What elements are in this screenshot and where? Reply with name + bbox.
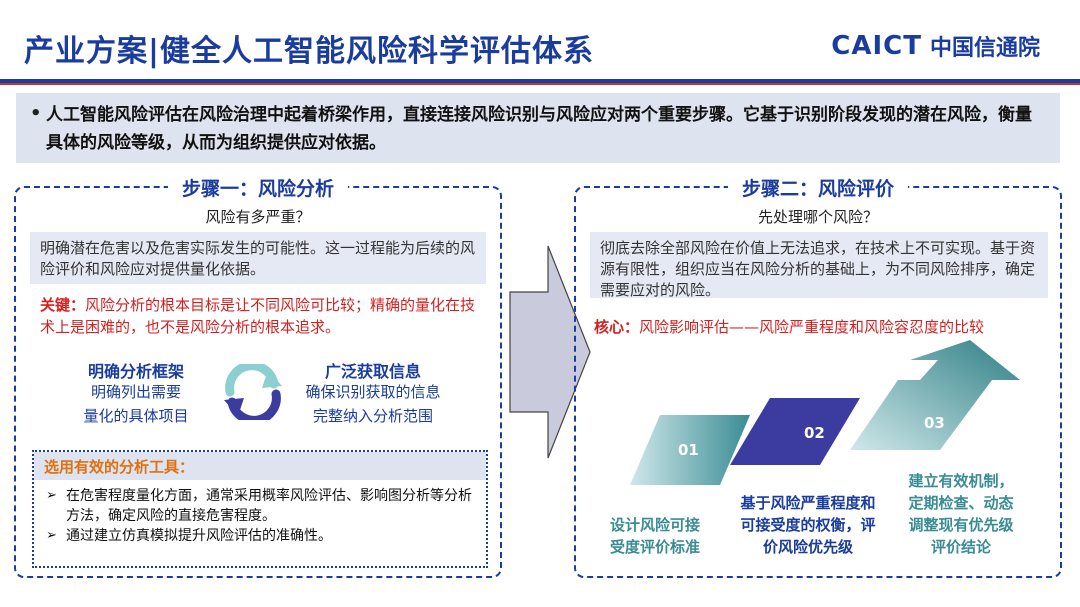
step1-question: 风险有多严重？ (205, 208, 311, 226)
framework-line1: 明确列出需要 (90, 383, 181, 401)
info-line1: 确保识别获取的信息 (305, 383, 441, 401)
step1-title: 步骤一：风险分析 (167, 178, 348, 200)
step-02-label: 基于风险严重程度和 可接受度的权衡，评 价风险优先级 (740, 494, 876, 556)
step2-core: 核心：风险影响评估——风险严重程度和风险容忍度的比较 (594, 316, 984, 337)
step1-panel: 步骤一：风险分析 风险有多严重？ 明确潜在危害以及危害实际发生的可能性。这一过程… (14, 178, 502, 578)
framework-text: 明确列出需要 量化的具体项目 (56, 380, 216, 428)
info-text: 确保识别获取的信息 完整纳入分析范围 (278, 380, 468, 428)
tools-item: 在危害程度量化方面，通常采用概率风险评估、影响图分析等分析方法，确定风险的直接危… (46, 486, 478, 526)
step-01-number: 01 (678, 441, 699, 459)
intro-box: • 人工智能风险评估在风险治理中起着桥梁作用，直接连接风险识别与风险应对两个重要… (16, 93, 1060, 163)
step-02-shape (730, 398, 860, 465)
tools-list: 在危害程度量化方面，通常采用概率风险评估、影响图分析等分析方法，确定风险的直接危… (46, 486, 478, 546)
page-title: 产业方案|健全人工智能风险科学评估体系 (24, 34, 594, 69)
step2-question: 先处理哪个风险？ (757, 208, 878, 226)
framework-line2: 量化的具体项目 (83, 407, 189, 425)
tools-title: 选用有效的分析工具： (34, 452, 486, 480)
step-03-shape (850, 340, 1020, 450)
tools-item: 通过建立仿真模拟提升风险评估的准确性。 (46, 526, 478, 546)
header-rule-blue (0, 79, 1080, 83)
step2-title: 步骤二：风险评价 (727, 178, 908, 200)
flow-arrow-icon (509, 245, 591, 459)
step-03-label: 建立有效机制， 定期检查、动态 调整现有优先级 评价结论 (908, 472, 1014, 556)
step-01-shape (630, 415, 750, 485)
framework-title: 明确分析框架 (87, 362, 184, 381)
step1-key-label: 关键： (40, 296, 86, 314)
core-text: 风险影响评估——风险严重程度和风险容忍度的比较 (639, 318, 985, 336)
step-03-number: 03 (924, 414, 945, 432)
step1-key-text: 风险分析的根本目标是让不同风险可比较；精确的量化在技术上是困难的，也不是风险分析… (40, 296, 476, 336)
step1-description: 明确潜在危害以及危害实际发生的可能性。这一过程能为后续的风险评价和风险应对提供量… (30, 232, 486, 284)
title-bar: 产业方案|健全人工智能风险科学评估体系 CAICT 中国信通院 (0, 0, 1080, 86)
tools-box: 选用有效的分析工具： 在危害程度量化方面，通常采用概率风险评估、影响图分析等分析… (32, 450, 488, 568)
logo-text-cn: 中国信通院 (929, 36, 1040, 61)
intro-text: 人工智能风险评估在风险治理中起着桥梁作用，直接连接风险识别与风险应对两个重要步骤… (46, 105, 1032, 153)
steps-graphic (630, 340, 1020, 485)
step-02-number: 02 (804, 424, 825, 442)
step-01-label: 设计风险可接 受度评价标准 (609, 516, 700, 556)
step1-key: 关键：风险分析的根本目标是让不同风险可比较；精确的量化在技术上是困难的，也不是风… (40, 294, 490, 338)
caict-logo: CAICT 中国信通院 (831, 30, 1040, 62)
step2-panel: 步骤二：风险评价 先处理哪个风险？ 彻底去除全部风险在价值上无法追求，在技术上不… (574, 178, 1062, 578)
core-label: 核心： (594, 318, 640, 336)
logo-text-en: CAICT (831, 31, 922, 61)
info-title: 广泛获取信息 (324, 362, 421, 381)
intro-bullet: • (30, 103, 42, 124)
header-rule-red (0, 83, 1080, 85)
step2-description: 彻底去除全部风险在价值上无法追求，在技术上不可实现。基于资源有限性，组织应当在风… (590, 232, 1048, 299)
cycle-icon (224, 364, 282, 420)
info-line2: 完整纳入分析范围 (312, 407, 433, 425)
